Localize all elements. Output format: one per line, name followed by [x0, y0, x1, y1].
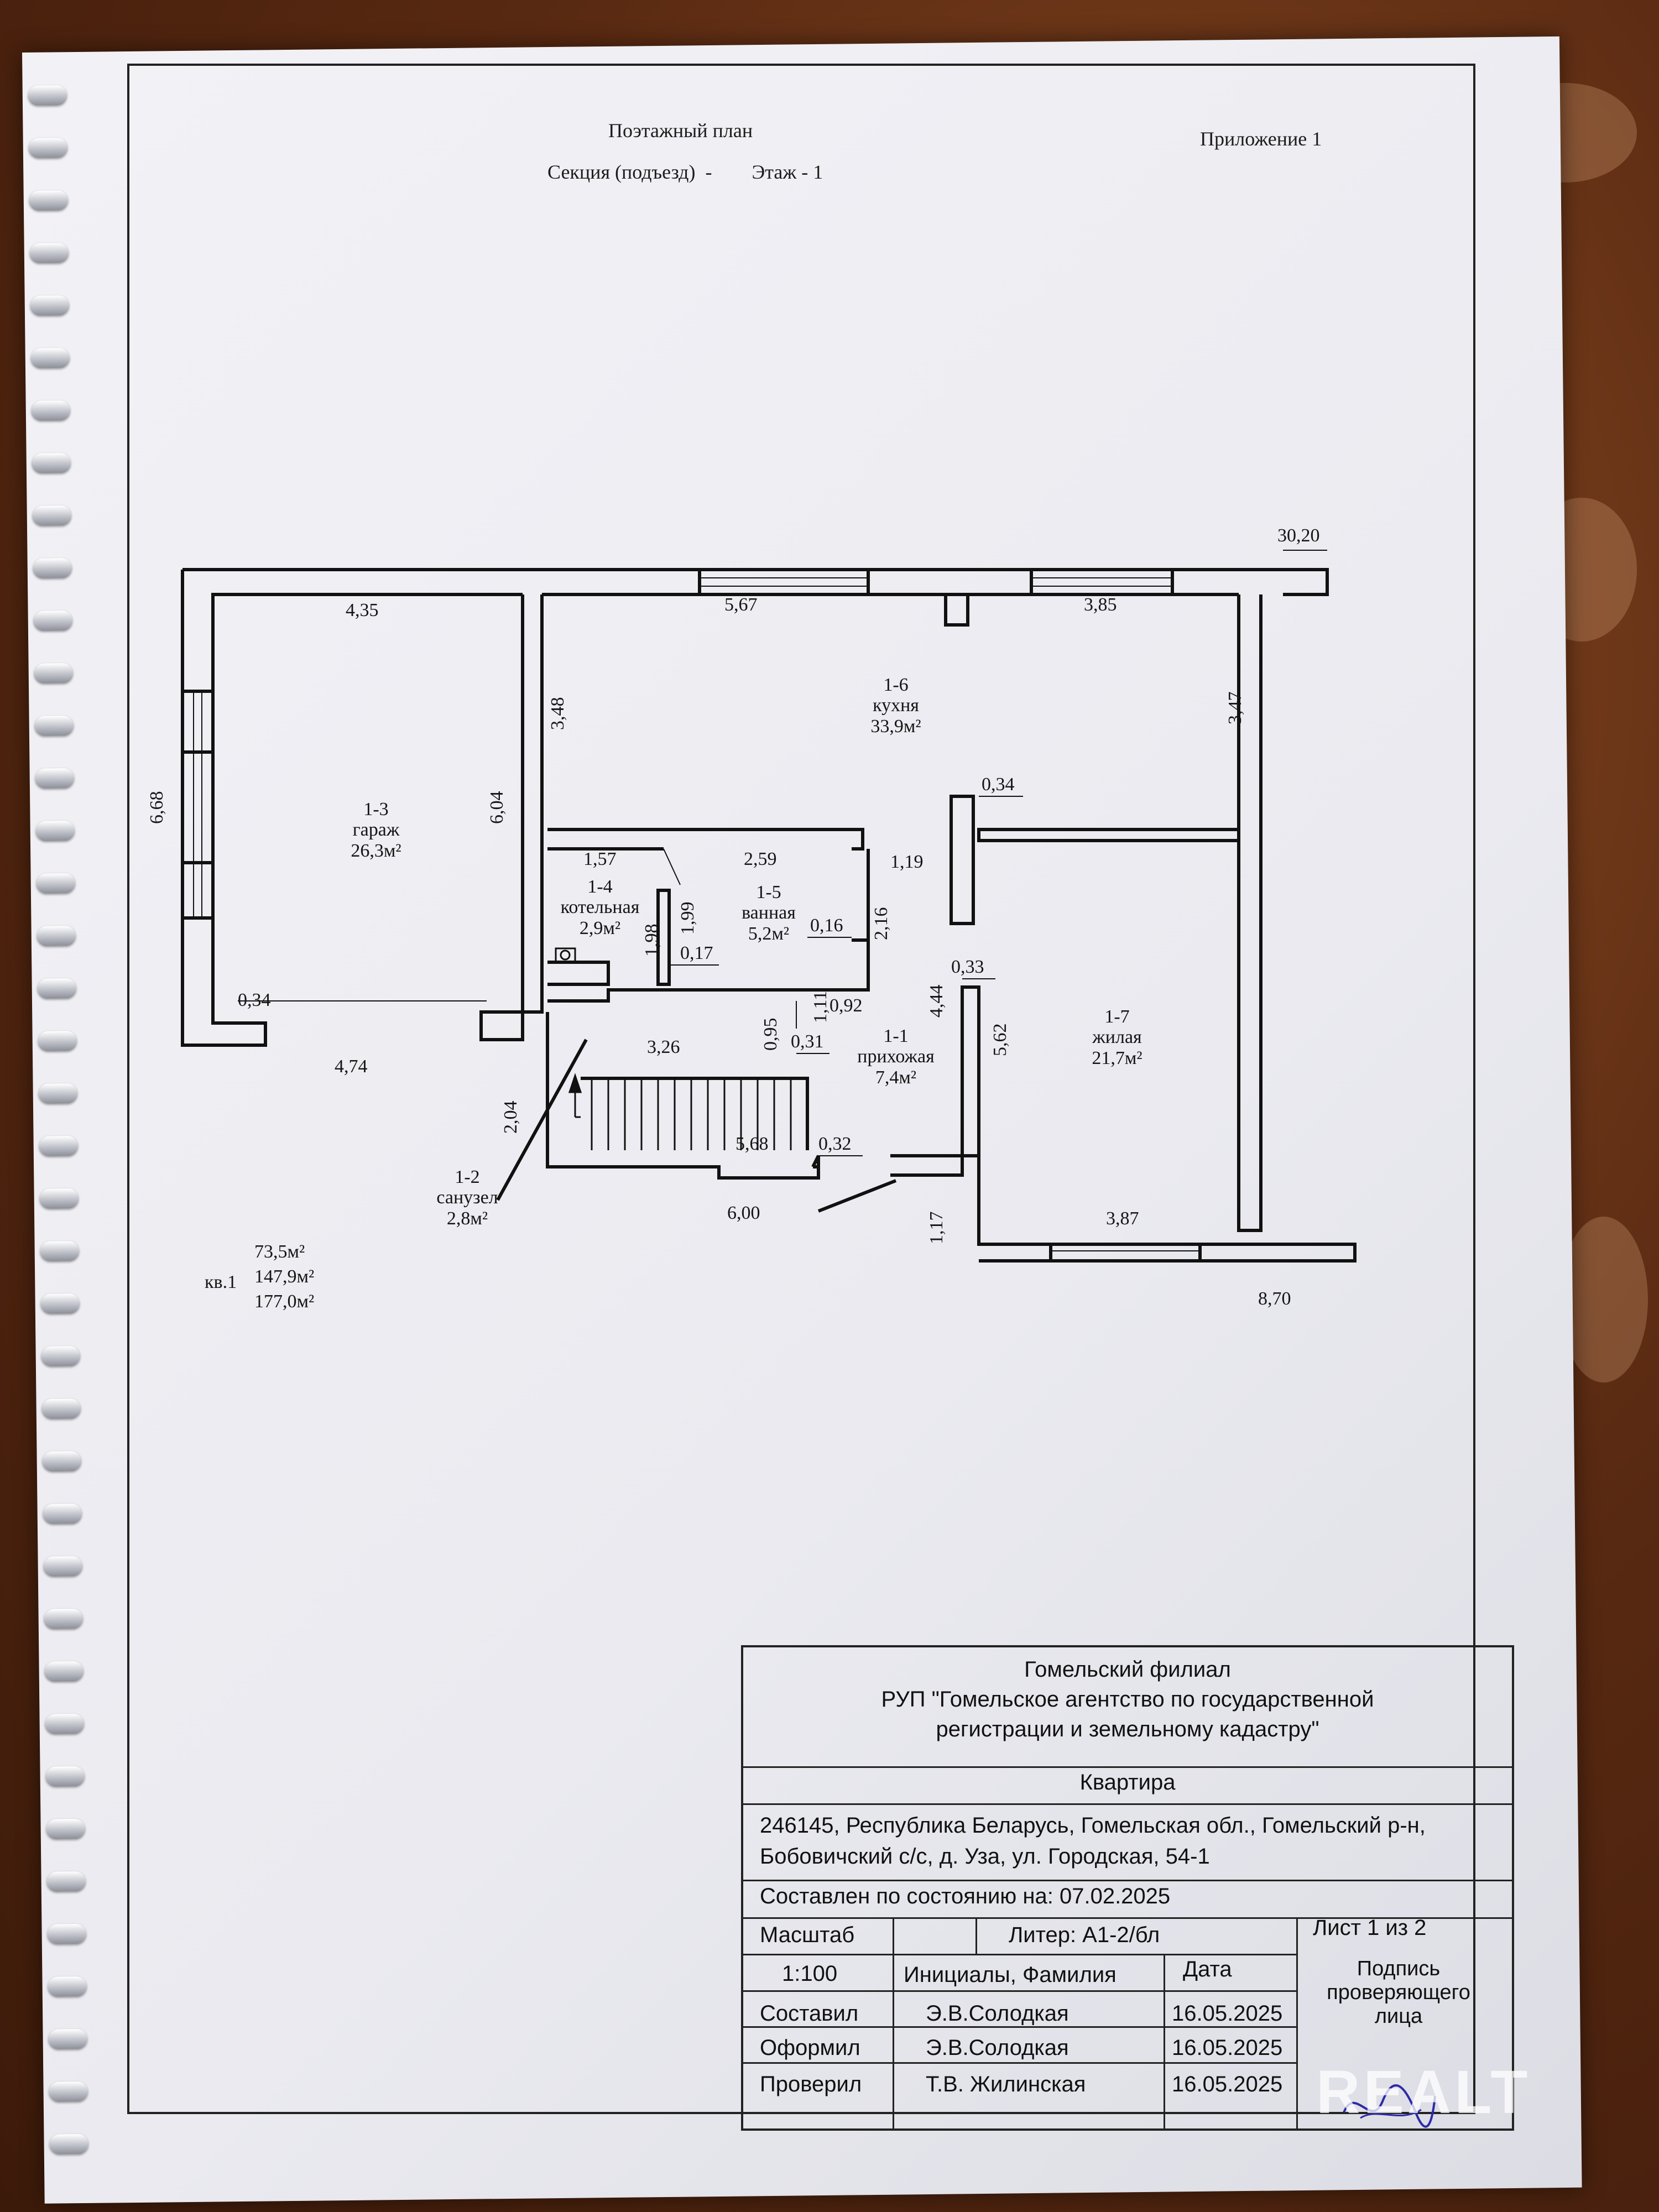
org-name-3: регистрации и земельному кадастру" — [936, 1717, 1319, 1741]
dim-label: 0,32 — [818, 1134, 852, 1154]
room-name: гараж — [352, 820, 400, 841]
sheet-label: Лист 1 из 2 — [1313, 1916, 1427, 1940]
dim-label: 0,92 — [830, 995, 863, 1016]
sign-header: Подпись проверяющего лица — [1327, 1957, 1470, 2028]
dim-label: 2,04 — [500, 1100, 521, 1134]
area-total-2: 147,9м² — [254, 1266, 315, 1287]
dim-label: 5,68 — [735, 1134, 769, 1154]
title-block: Гомельский филиал РУП "Гомельское агентс… — [741, 1645, 1514, 2131]
dim-label: 0,16 — [810, 915, 843, 936]
dim-label: 2,16 — [871, 907, 891, 941]
room-area: 5,2м² — [748, 923, 790, 944]
dim-label: 3,85 — [1084, 594, 1117, 615]
room-area: 26,3м² — [351, 840, 401, 861]
role-checked: Проверил — [760, 2072, 862, 2096]
signature — [1343, 2084, 1436, 2128]
watermark-logo: REALT — [1316, 2058, 1531, 2126]
object-type: Квартира — [1079, 1770, 1176, 1794]
rug-texture — [1559, 1217, 1648, 1383]
area-total-1: 73,5м² — [254, 1241, 305, 1262]
address-line-1: 246145, Республика Беларусь, Гомельская … — [760, 1813, 1426, 1838]
dim-label: 8,70 — [1258, 1288, 1291, 1309]
date-checked: 16.05.2025 — [1172, 2072, 1283, 2096]
org-name-1: Гомельский филиал — [1024, 1657, 1231, 1682]
dim-label: 3,47 — [1225, 691, 1245, 725]
drawing-frame — [127, 64, 1475, 2114]
date-designed: 16.05.2025 — [1172, 2036, 1283, 2060]
dim-label: 3,87 — [1106, 1208, 1139, 1229]
org-name-2: РУП "Гомельское агентство по государстве… — [881, 1687, 1374, 1712]
room-hall: 1-1 прихожая 7,4м² — [841, 1026, 951, 1088]
room-area: 2,9м² — [579, 917, 621, 938]
scale-label: Масштаб — [760, 1923, 855, 1947]
room-bath: 1-5 ванная 5,2м² — [719, 882, 818, 944]
room-living: 1-7 жилая 21,7м² — [1067, 1006, 1167, 1068]
dim-label: 3,48 — [547, 697, 568, 731]
dim-label: 0,34 — [238, 990, 271, 1010]
apartment-label: кв.1 — [205, 1272, 237, 1292]
room-number: 1-7 — [1104, 1006, 1130, 1027]
room-wc: 1-2 санузел 2,8м² — [418, 1167, 517, 1229]
room-name: жилая — [1092, 1027, 1142, 1048]
dim-label: 6,00 — [727, 1203, 760, 1223]
room-name: санузел — [436, 1187, 498, 1208]
dim-label: 0,33 — [951, 957, 984, 977]
state-date: Составлен по состоянию на: 07.02.2025 — [760, 1884, 1171, 1908]
dim-label: 1,99 — [677, 901, 698, 935]
room-area: 21,7м² — [1092, 1047, 1142, 1068]
name-compiled: Э.В.Солодкая — [926, 2001, 1069, 2026]
date-header: Дата — [1183, 1957, 1232, 1981]
role-compiled: Составил — [760, 2001, 859, 2026]
dim-label: 4,44 — [926, 984, 947, 1018]
room-area: 33,9м² — [870, 716, 921, 737]
room-kitchen: 1-6 кухня 33,9м² — [846, 675, 946, 737]
date-compiled: 16.05.2025 — [1172, 2001, 1283, 2026]
dim-label: 6,68 — [147, 791, 167, 825]
name-designed: Э.В.Солодкая — [926, 2036, 1069, 2060]
address-line-2: Бобовичский с/с, д. Уза, ул. Городская, … — [760, 1844, 1210, 1869]
room-area: 2,8м² — [446, 1208, 488, 1229]
dim-label: 1,17 — [926, 1211, 947, 1245]
room-number: 1-6 — [883, 675, 909, 695]
role-designed: Оформил — [760, 2036, 860, 2060]
room-number: 1-1 — [883, 1026, 909, 1046]
room-boiler: 1-4 котельная 2,9м² — [550, 877, 650, 938]
dim-label: 0,34 — [982, 774, 1015, 795]
dim-label: 1,11 — [810, 990, 831, 1023]
dim-label: 5,67 — [724, 594, 758, 615]
dim-label: 4,74 — [335, 1056, 368, 1077]
room-garage: 1-3 гараж 26,3м² — [326, 799, 426, 861]
appendix-label: Приложение 1 — [1200, 128, 1322, 150]
room-number: 1-5 — [756, 882, 781, 902]
area-total-3: 177,0м² — [254, 1291, 315, 1312]
scale-value: 1:100 — [782, 1961, 838, 1986]
dim-label: 1,19 — [890, 852, 924, 872]
section-floor-label: Секция (подъезд) - Этаж - 1 — [547, 161, 823, 183]
room-name: прихожая — [857, 1046, 935, 1067]
room-name: котельная — [560, 897, 640, 918]
dim-label: 30,20 — [1277, 525, 1320, 546]
room-number: 1-4 — [587, 877, 613, 897]
dim-label: 0,31 — [791, 1031, 824, 1052]
dim-label: 6,04 — [487, 791, 507, 825]
initials-header: Инициалы, Фамилия — [904, 1963, 1117, 1987]
room-number: 1-3 — [363, 799, 389, 820]
room-area: 7,4м² — [875, 1067, 917, 1088]
dim-label: 0,95 — [760, 1018, 781, 1051]
room-number: 1-2 — [455, 1167, 480, 1187]
dim-label: 1,57 — [583, 849, 617, 869]
dim-label: 3,26 — [647, 1037, 680, 1057]
room-name: ванная — [742, 902, 796, 924]
room-name: кухня — [873, 695, 919, 716]
dim-label: 4,35 — [346, 600, 379, 620]
dim-label: 5,62 — [990, 1023, 1010, 1057]
name-checked: Т.В. Жилинская — [926, 2072, 1086, 2096]
dim-label: 2,59 — [744, 849, 777, 869]
liter-label: Литер: А1-2/бл — [1009, 1923, 1160, 1947]
plan-title: Поэтажный план — [608, 119, 753, 142]
dim-label: 0,17 — [680, 943, 713, 963]
